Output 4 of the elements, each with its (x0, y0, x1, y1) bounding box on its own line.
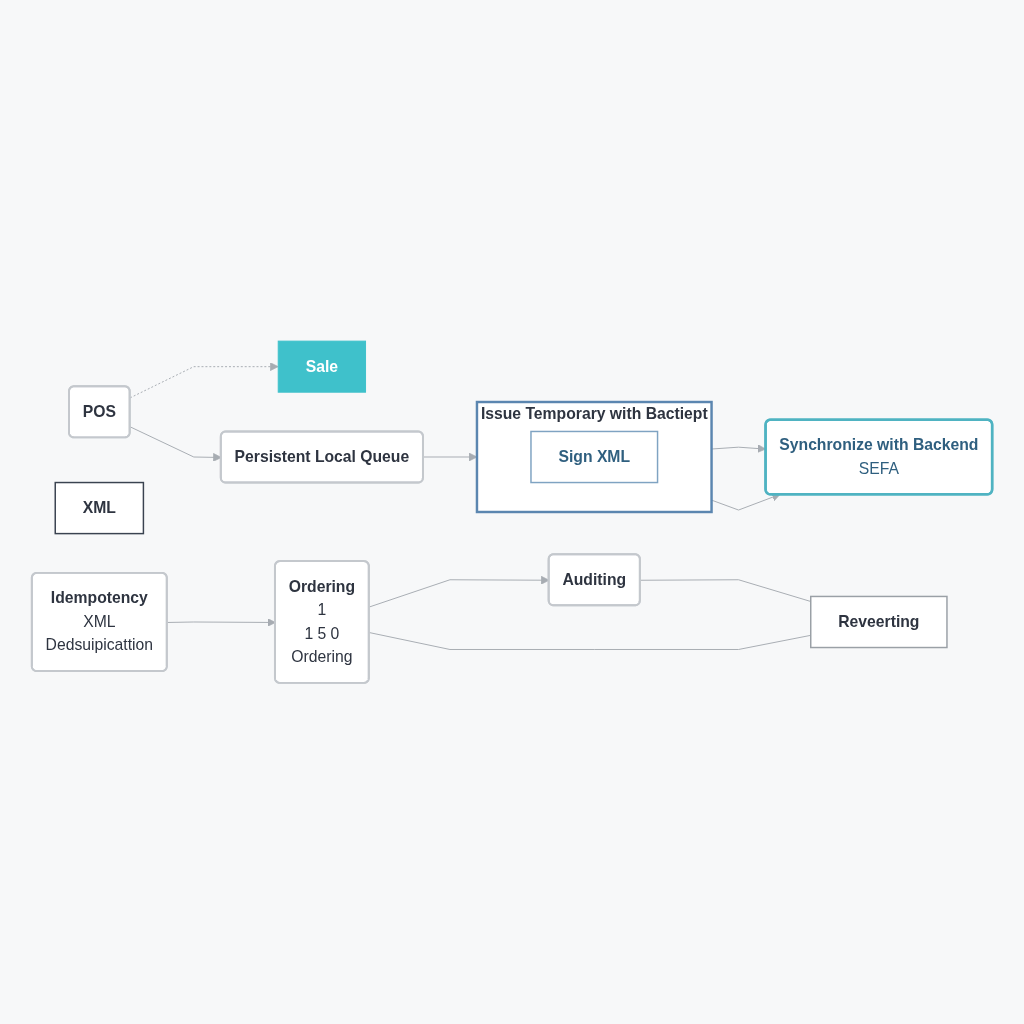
node-box: Sale (277, 340, 367, 393)
node-box: Sign XML (530, 430, 659, 484)
node-box: XML (54, 481, 145, 535)
node-box: Reveerting (810, 595, 948, 649)
